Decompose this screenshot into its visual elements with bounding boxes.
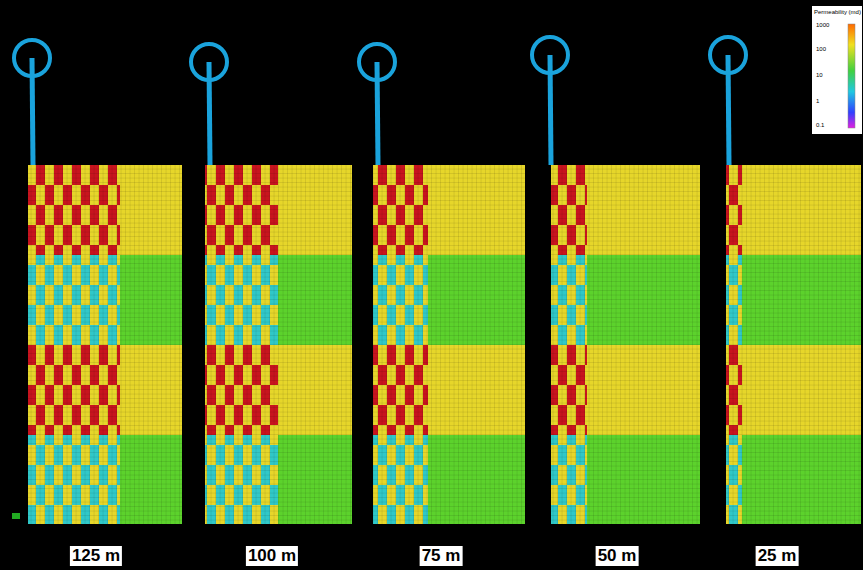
well-bore <box>32 58 33 165</box>
legend-text: 0.1 <box>816 122 824 129</box>
well-bore <box>209 62 210 165</box>
grid-panel <box>726 165 861 524</box>
legend-text: Permeability (md) <box>814 9 861 16</box>
legend-text: 100 <box>816 46 826 53</box>
width-label: 100 m <box>246 546 298 566</box>
grid-panel <box>205 165 352 524</box>
grid-panel <box>28 165 182 524</box>
legend-text: 10 <box>816 72 823 79</box>
legend-text: 1 <box>816 98 819 105</box>
width-label: 125 m <box>70 546 122 566</box>
well-bore <box>550 55 551 165</box>
well-bore <box>728 55 729 165</box>
width-label: 50 m <box>596 546 639 566</box>
legend-text: 1000 <box>816 22 829 29</box>
width-label: 25 m <box>756 546 799 566</box>
grid-panel <box>551 165 700 524</box>
width-label: 75 m <box>420 546 463 566</box>
grid-panel <box>373 165 525 524</box>
well-bore <box>377 62 378 165</box>
